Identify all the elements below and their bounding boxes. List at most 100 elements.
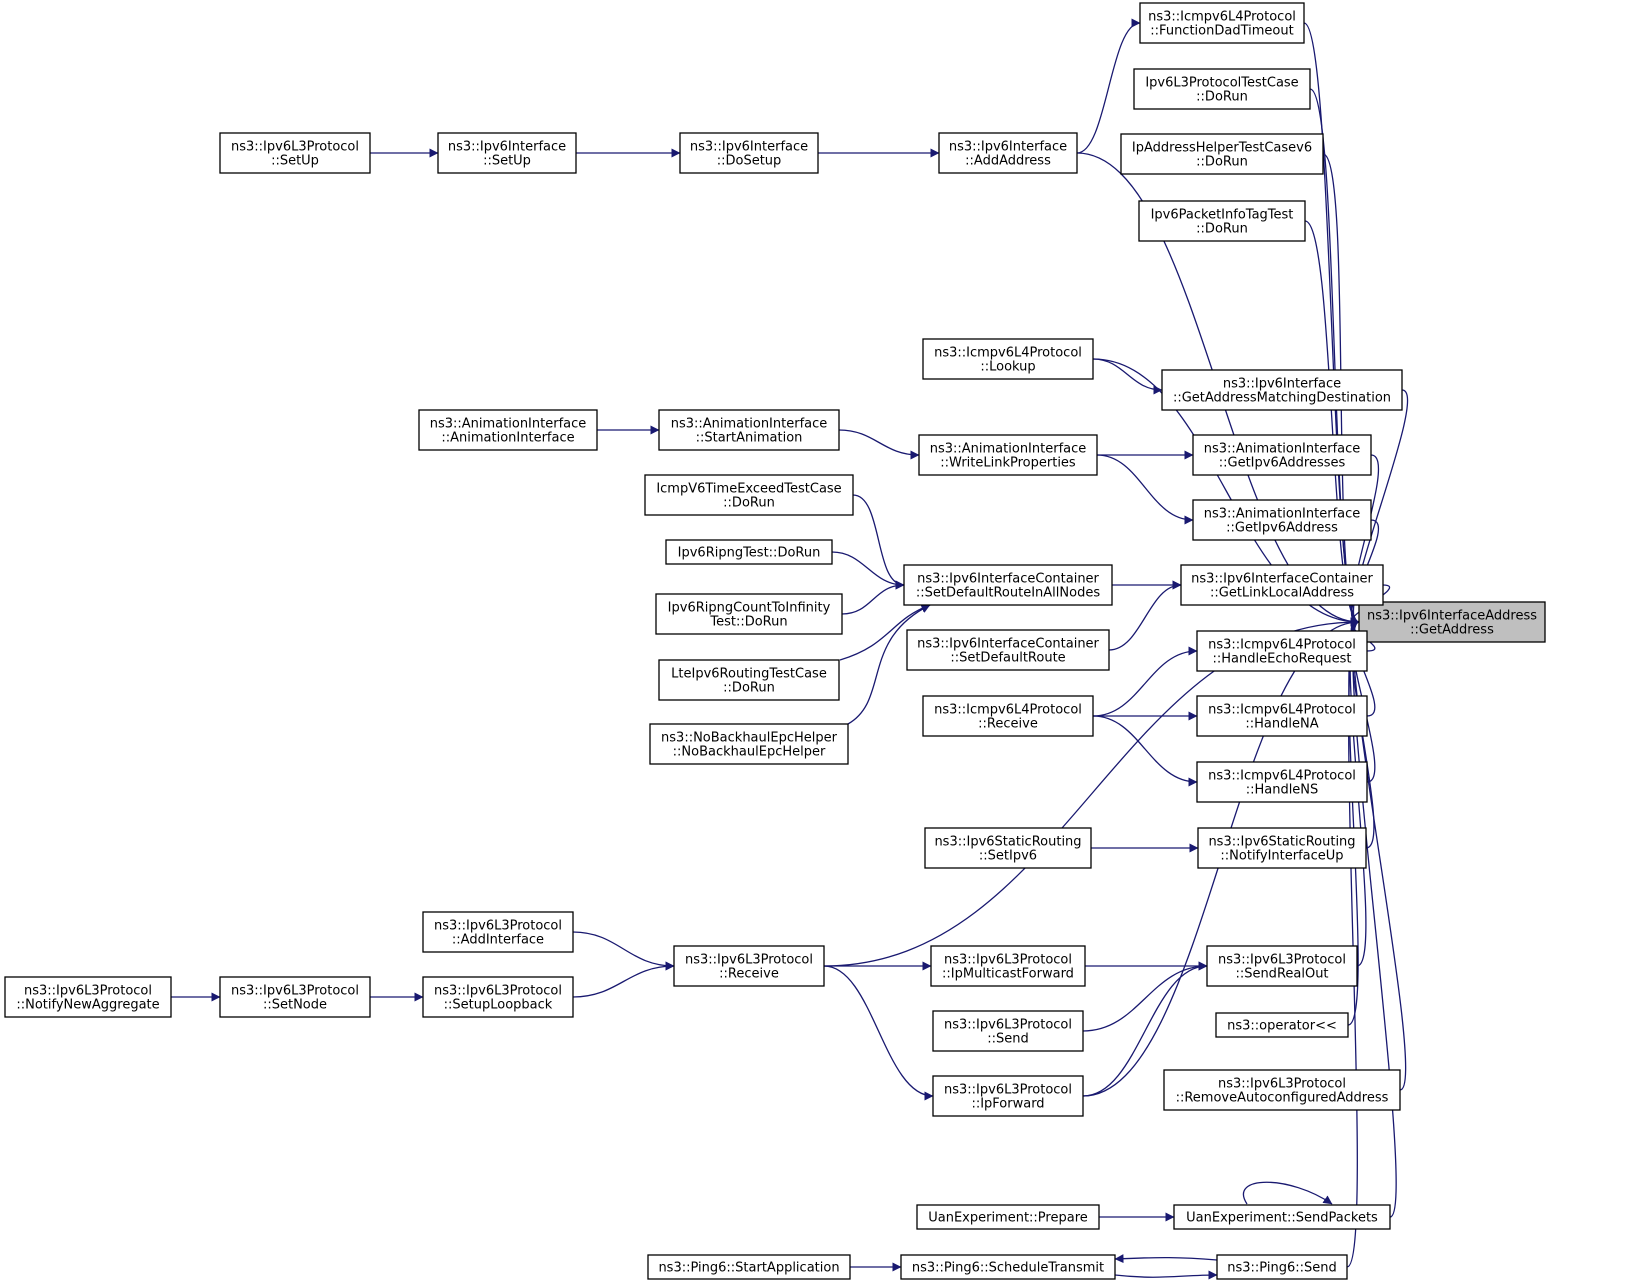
edge-nobackhaul-to-setdefallnodes (847, 604, 931, 725)
node-label-line: ns3::Icmpv6L4Protocol (1148, 10, 1296, 25)
node-pingsched[interactable]: ns3::Ping6::ScheduleTransmit (900, 1254, 1116, 1280)
node-ipforward[interactable]: ns3::Ipv6L3Protocol::IpForward (932, 1075, 1084, 1117)
node-label-line: ns3::Ping6::ScheduleTransmit (912, 1261, 1104, 1276)
node-uanprepare[interactable]: UanExperiment::Prepare (916, 1204, 1100, 1230)
node-label-line: ::SetUp (483, 154, 531, 169)
edge-ifaddaddr-to-dadtimeout (1076, 18, 1141, 154)
node-pkttagtest[interactable]: Ipv6PacketInfoTagTest::DoRun (1138, 200, 1306, 242)
node-staticsetipv6[interactable]: ns3::Ipv6StaticRouting::SetIpv6 (924, 827, 1092, 869)
node-echoreq[interactable]: ns3::Icmpv6L4Protocol::HandleEchoRequest (1196, 630, 1368, 672)
node-startanim[interactable]: ns3::AnimationInterface::StartAnimation (658, 409, 840, 451)
node-label-line: ns3::Ipv6Interface (949, 140, 1067, 155)
node-notifyifup[interactable]: ns3::Ipv6StaticRouting::NotifyInterfaceU… (1197, 827, 1367, 869)
node-dadtimeout[interactable]: ns3::Icmpv6L4Protocol::FunctionDadTimeou… (1139, 2, 1305, 44)
node-box (932, 1010, 1084, 1052)
node-setnode[interactable]: ns3::Ipv6L3Protocol::SetNode (219, 976, 371, 1018)
node-handlena[interactable]: ns3::Icmpv6L4Protocol::HandleNA (1196, 695, 1368, 737)
node-box (932, 1075, 1084, 1117)
node-box (219, 976, 371, 1018)
node-timeexceed[interactable]: IcmpV6TimeExceedTestCase::DoRun (644, 474, 854, 516)
node-label-line: ns3::AnimationInterface (671, 417, 828, 432)
node-box (1197, 827, 1367, 869)
node-box (1180, 564, 1384, 606)
node-label-line: ::NotifyNewAggregate (16, 998, 159, 1013)
node-setuploopback[interactable]: ns3::Ipv6L3Protocol::SetupLoopback (422, 976, 574, 1018)
node-label-line: ns3::AnimationInterface (430, 417, 587, 432)
node-nobackhaul[interactable]: ns3::NoBackhaulEpcHelper::NoBackhaulEpcH… (649, 723, 849, 765)
node-label-line: ::DoRun (723, 496, 775, 511)
node-box (4, 976, 172, 1018)
node-ifdosetup[interactable]: ns3::Ipv6Interface::DoSetup (679, 132, 819, 174)
node-label-line: ns3::NoBackhaulEpcHelper (661, 731, 838, 746)
node-getipv6addr[interactable]: ns3::AnimationInterface::GetIpv6Address (1192, 499, 1372, 541)
node-box (1192, 434, 1372, 476)
node-label-line: ::Receive (719, 967, 779, 982)
node-ifaddaddr[interactable]: ns3::Ipv6Interface::AddAddress (938, 132, 1078, 174)
node-label-line: ::GetIpv6Address (1226, 521, 1338, 536)
node-box (1163, 1069, 1401, 1111)
node-label-line: ns3::Ipv6InterfaceAddress (1367, 609, 1537, 624)
node-box (1139, 2, 1305, 44)
node-label-line: ns3::Ipv6InterfaceContainer (1191, 572, 1373, 587)
node-label-line: ns3::Icmpv6L4Protocol (1208, 638, 1356, 653)
node-uansend[interactable]: UanExperiment::SendPackets (1173, 1204, 1391, 1230)
node-icmplookup[interactable]: ns3::Icmpv6L4Protocol::Lookup (922, 338, 1094, 380)
node-label-line: ns3::Icmpv6L4Protocol (1208, 703, 1356, 718)
node-setdefroute[interactable]: ns3::Ipv6InterfaceContainer::SetDefaultR… (906, 629, 1110, 671)
node-label-line: ns3::Ipv6Interface (448, 140, 566, 155)
node-l3receive[interactable]: ns3::Ipv6L3Protocol::Receive (673, 945, 825, 987)
edge-addinterface-to-l3receive (572, 931, 675, 971)
node-label-line: ns3::Icmpv6L4Protocol (934, 703, 1082, 718)
node-box (903, 564, 1113, 606)
node-removeauto[interactable]: ns3::Ipv6L3Protocol::RemoveAutoconfigure… (1163, 1069, 1401, 1111)
node-pingstart[interactable]: ns3::Ping6::StartApplication (647, 1254, 851, 1280)
node-box (647, 1254, 851, 1280)
node-ifsetup[interactable]: ns3::Ipv6Interface::SetUp (437, 132, 577, 174)
edge-ripngtest-to-setdefallnodes (831, 551, 905, 590)
edge-lterouting-to-setdefallnodes (839, 603, 931, 661)
node-lterouting[interactable]: LteIpv6RoutingTestCase::DoRun (658, 659, 840, 701)
node-handlens[interactable]: ns3::Icmpv6L4Protocol::HandleNS (1196, 761, 1368, 803)
node-ripngtest[interactable]: Ipv6RipngTest::DoRun (665, 539, 833, 565)
node-getlinklocal[interactable]: ns3::Ipv6InterfaceContainer::GetLinkLoca… (1180, 564, 1384, 606)
node-l3setup[interactable]: ns3::Ipv6L3Protocol::SetUp (219, 132, 371, 174)
node-label-line: ns3::Ipv6L3Protocol (944, 953, 1072, 968)
node-label-line: ::SetDefaultRoute (950, 651, 1065, 666)
node-getipv6addrs[interactable]: ns3::AnimationInterface::GetIpv6Addresse… (1192, 434, 1372, 476)
edge-l3send-to-sendrealout (1082, 961, 1208, 1032)
node-icmpreceive[interactable]: ns3::Icmpv6L4Protocol::Receive (922, 695, 1094, 737)
node-box (219, 132, 371, 174)
node-label-line: ::WriteLinkProperties (940, 456, 1076, 471)
node-addinterface[interactable]: ns3::Ipv6L3Protocol::AddInterface (422, 911, 574, 953)
node-pingsend[interactable]: ns3::Ping6::Send (1216, 1254, 1348, 1280)
edge-ipforward-to-sendrealout (1082, 961, 1208, 1097)
node-label-line: ns3::Icmpv6L4Protocol (1208, 769, 1356, 784)
node-label-line: IpAddressHelperTestCasev6 (1132, 141, 1312, 156)
node-box (918, 434, 1098, 476)
node-label-line: ns3::Ipv6L3Protocol (231, 984, 359, 999)
node-box (930, 945, 1086, 987)
node-getaddress[interactable]: ns3::Ipv6InterfaceAddress::GetAddress (1358, 601, 1546, 643)
edge-icmpreceive-to-echoreq (1092, 646, 1198, 717)
node-label-line: ns3::Ipv6L3Protocol (434, 984, 562, 999)
node-label-line: ::GetIpv6Addresses (1219, 456, 1346, 471)
node-getaddrmatch[interactable]: ns3::Ipv6Interface::GetAddressMatchingDe… (1161, 369, 1403, 411)
node-label-line: ::Send (987, 1032, 1029, 1047)
node-ipmcastfwd[interactable]: ns3::Ipv6L3Protocol::IpMulticastForward (930, 945, 1086, 987)
node-label-line: ns3::AnimationInterface (1204, 507, 1361, 522)
node-writelink[interactable]: ns3::AnimationInterface::WriteLinkProper… (918, 434, 1098, 476)
node-notifyaggr[interactable]: ns3::Ipv6L3Protocol::NotifyNewAggregate (4, 976, 172, 1018)
node-label-line: Ipv6L3ProtocolTestCase (1145, 76, 1298, 91)
node-l3testcase[interactable]: Ipv6L3ProtocolTestCase::DoRun (1133, 68, 1311, 110)
node-setdefallnodes[interactable]: ns3::Ipv6InterfaceContainer::SetDefaultR… (903, 564, 1113, 606)
node-label-line: ::SetNode (263, 998, 327, 1013)
node-l3send[interactable]: ns3::Ipv6L3Protocol::Send (932, 1010, 1084, 1052)
node-sendrealout[interactable]: ns3::Ipv6L3Protocol::SendRealOut (1206, 945, 1358, 987)
node-animctor[interactable]: ns3::AnimationInterface::AnimationInterf… (418, 409, 598, 451)
edge-writelink-to-getipv6addr (1096, 454, 1194, 525)
node-iphelpertest[interactable]: IpAddressHelperTestCasev6::DoRun (1120, 133, 1324, 175)
node-operator[interactable]: ns3::operator<< (1215, 1012, 1349, 1038)
node-label-line: ::Lookup (980, 360, 1035, 375)
